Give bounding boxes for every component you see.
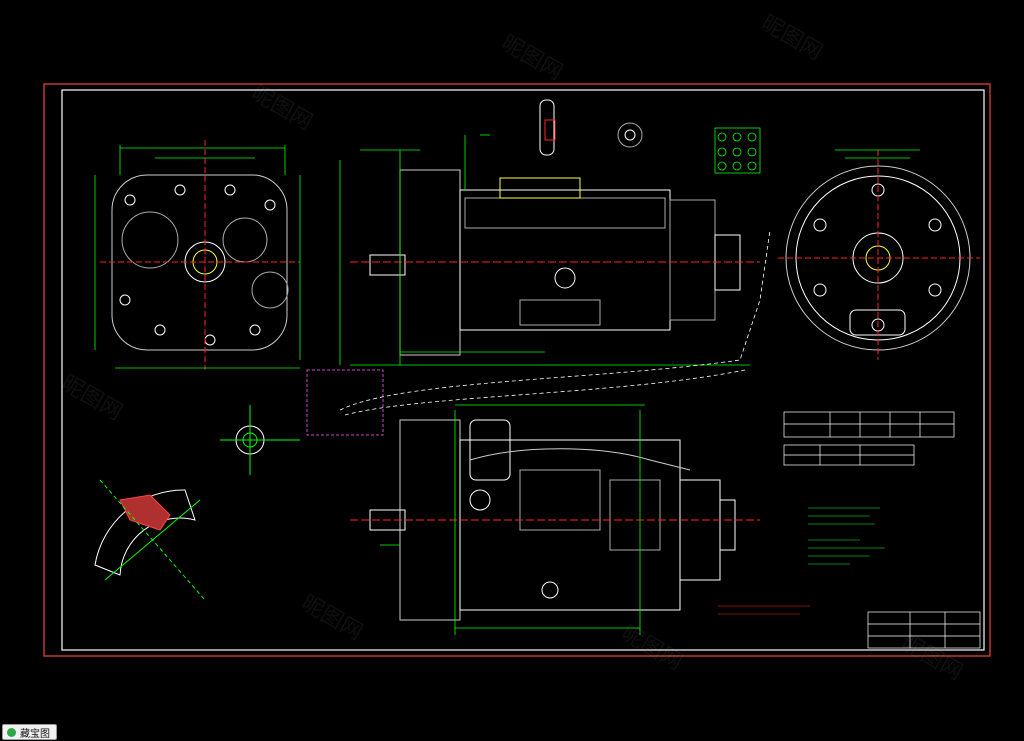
top-view-dimensions: [380, 404, 645, 635]
spec-notes: [808, 507, 885, 565]
tag-dot-icon: [7, 727, 16, 737]
left-end-view: [100, 140, 300, 370]
status-bar: 藏宝图: [0, 722, 1024, 741]
outer-frame: [43, 83, 991, 657]
collection-tag-button[interactable]: 藏宝图: [2, 724, 57, 740]
side-view: [350, 169, 760, 356]
cable-routing: [339, 229, 771, 416]
title-block: [867, 611, 981, 649]
top-view: [350, 419, 760, 621]
inner-frame: [61, 89, 985, 651]
shift-lever-detail: [539, 99, 643, 156]
right-view-dimensions: [835, 149, 920, 159]
left-view-dimensions: [94, 145, 301, 369]
right-end-view: [778, 150, 980, 360]
red-notes: [718, 605, 810, 615]
detail-box: [306, 369, 384, 436]
tag-label: 藏宝图: [20, 728, 50, 740]
spline-section: [220, 405, 300, 475]
gear-ratio-table: [783, 411, 955, 466]
shift-fork-detail: [94, 479, 206, 601]
gear-pattern-table: [714, 127, 761, 174]
side-view-dimensions: [339, 134, 750, 366]
